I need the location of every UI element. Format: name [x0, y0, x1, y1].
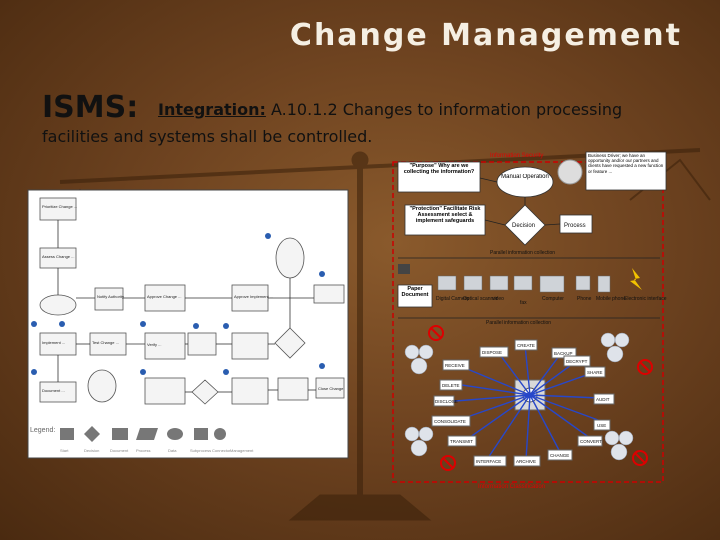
action-4: DISCLOSE — [435, 399, 458, 404]
business-driver-box: Business Driver; we have an opportunity … — [588, 153, 664, 174]
business-driver-text: Business Driver; we have an opportunity … — [588, 153, 664, 174]
flow-node-9: Close Change — [318, 386, 344, 391]
protection-box: "Protection" Facilitate Risk Assessment … — [409, 206, 481, 224]
legend-item-7: Management — [230, 448, 254, 453]
flow-node-1: Assess Change ... — [42, 254, 74, 259]
flow-node-5: Implement ... — [42, 340, 65, 345]
flow-node-3: Approve Change ... — [147, 294, 181, 299]
legend-item-0: Start — [60, 448, 69, 453]
action-13: CONVERT — [580, 439, 602, 444]
integration-line: Integration: A.10.1.2 Changes to informa… — [158, 100, 622, 119]
action-1: CREATE — [517, 343, 535, 348]
legend-item-1: Decision — [84, 448, 99, 453]
action-11: TRANSMIT — [450, 439, 473, 444]
process-label: Process — [564, 223, 586, 229]
flowchart-panel: Prioritize Change ... Assess Change ... … — [27, 189, 349, 459]
device-label-2: video — [492, 296, 504, 302]
flow-node-8: Document ... — [42, 388, 65, 393]
action-0: DISPOSE — [482, 350, 502, 355]
action-15: DECRYPT — [566, 359, 588, 364]
device-label-7: Electronic interface — [624, 296, 667, 302]
paper-document-label: Paper Document — [401, 286, 429, 298]
device-label-3: fax — [520, 300, 527, 306]
action-9: ARCHIVE — [516, 459, 536, 464]
purpose-box: "Purpose" Why are we collecting the info… — [403, 163, 475, 175]
flow-node-7: Verify ... — [147, 342, 161, 347]
isms-heading: ISMS: — [42, 90, 139, 125]
legend-item-5: Subprocess — [190, 448, 211, 453]
flow-node-0: Prioritize Change ... — [42, 204, 77, 209]
action-8: USE — [597, 423, 606, 428]
info-security-label: Information Security — [490, 153, 543, 159]
info-panel: Information Security "Purpose" Why are w… — [392, 151, 667, 490]
decision-label: Decision — [512, 223, 535, 229]
device-label-4: Computer — [542, 296, 564, 302]
purpose-text: "Purpose" Why are we collecting the info… — [403, 163, 475, 175]
action-2: DELETE — [442, 383, 460, 388]
device-label-5: Phone — [577, 296, 592, 302]
manual-operation-label: Manual Operation — [501, 174, 549, 180]
paper-document-box: Paper Document — [401, 286, 429, 298]
integration-label: Integration: — [158, 100, 266, 119]
slide-title: Change Management — [289, 18, 682, 53]
device-label-6: Mobile phone — [596, 296, 626, 302]
action-6: CHANGE — [550, 453, 569, 458]
parallel-label-1: Parallel information collection — [490, 250, 555, 256]
action-5: AUDIT — [596, 397, 610, 402]
legend-item-4: Data — [168, 448, 177, 453]
action-14: BACKUP — [554, 351, 573, 356]
legend-item-3: Process — [136, 448, 150, 453]
subtitle-line-2: facilities and systems shall be controll… — [42, 127, 373, 146]
info-classification-label: Information Classification — [478, 484, 545, 490]
action-10: INTERFACE — [476, 459, 501, 464]
parallel-label-2: Parallel information collection — [486, 320, 551, 326]
flow-node-6: Test Change ... — [92, 340, 119, 345]
legend-item-2: Document — [110, 448, 129, 453]
action-7: CONSOLIDATE — [434, 419, 466, 424]
flow-node-2: Notify Authority — [97, 294, 124, 299]
subtitle-text: A.10.1.2 Changes to information processi… — [265, 100, 623, 119]
legend-item-6: Connector — [212, 448, 231, 453]
action-3: SHARE — [587, 370, 603, 375]
legend-label: Legend: — [30, 427, 55, 434]
manual-operation-node: Manual Operation — [501, 174, 549, 180]
device-label-0: Digital Camera — [436, 296, 469, 302]
action-12: RECEIVE — [445, 363, 465, 368]
protection-text: "Protection" Facilitate Risk Assessment … — [409, 206, 481, 224]
device-label-1: Optical scanner — [463, 296, 498, 302]
flow-node-4: Approve Implement ... — [234, 294, 273, 299]
